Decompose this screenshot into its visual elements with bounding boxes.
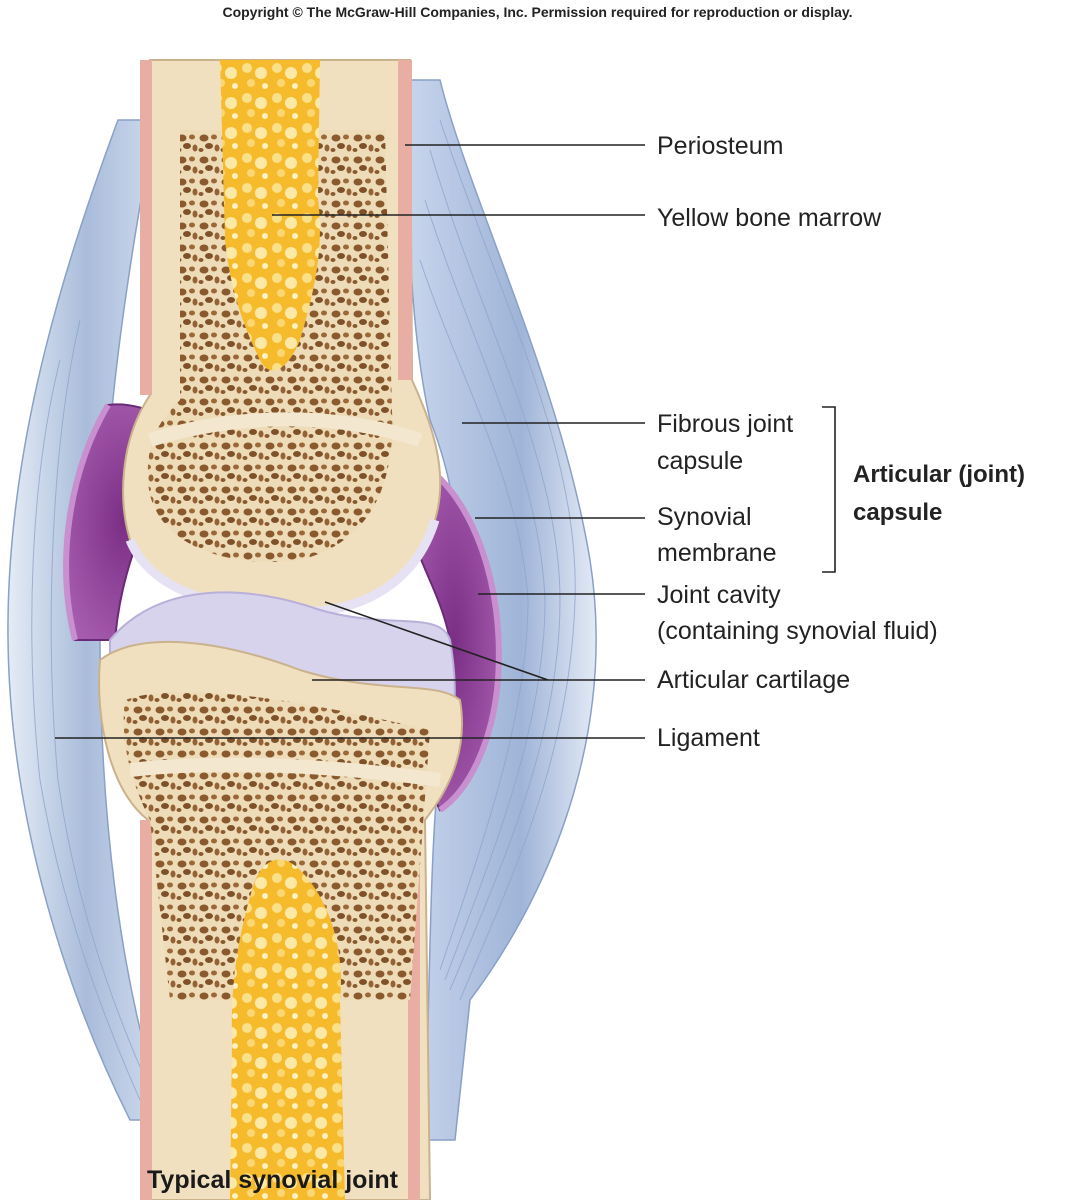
periosteum-right-upper <box>398 60 412 380</box>
lower-yellow-marrow <box>230 859 345 1200</box>
periosteum-left-upper <box>140 60 152 395</box>
label-synovial-membrane-1: Synovial <box>657 503 752 531</box>
upper-yellow-marrow <box>220 60 320 371</box>
label-ligament: Ligament <box>657 724 760 752</box>
label-synovial-membrane-2: membrane <box>657 539 777 567</box>
label-periosteum: Periosteum <box>657 132 784 160</box>
periosteum-left-lower <box>140 820 152 1200</box>
articular-capsule-bracket <box>822 406 836 573</box>
label-joint-cavity-2: (containing synovial fluid) <box>657 617 938 645</box>
label-articular-capsule-2: capsule <box>853 499 943 526</box>
figure-caption: Typical synovial joint <box>147 1166 398 1194</box>
label-articular-capsule-1: Articular (joint) <box>853 461 1025 488</box>
leader-lines <box>55 144 836 739</box>
copyright-notice: Copyright © The McGraw-Hill Companies, I… <box>222 4 853 20</box>
leader-cartilage-a <box>324 601 549 681</box>
label-joint-cavity-1: Joint cavity <box>657 581 781 609</box>
label-fibrous-capsule-1: Fibrous joint <box>657 410 794 438</box>
label-yellow-bone-marrow: Yellow bone marrow <box>657 204 882 232</box>
label-fibrous-capsule-2: capsule <box>657 447 744 475</box>
ligament-fiber-lines <box>31 119 576 1101</box>
upper-epiphyseal-line <box>147 412 423 447</box>
lower-epiphyseal-line <box>129 757 441 787</box>
right-ligament <box>407 79 597 1141</box>
synovial-membrane <box>63 403 111 641</box>
label-articular-cartilage: Articular cartilage <box>657 666 851 694</box>
